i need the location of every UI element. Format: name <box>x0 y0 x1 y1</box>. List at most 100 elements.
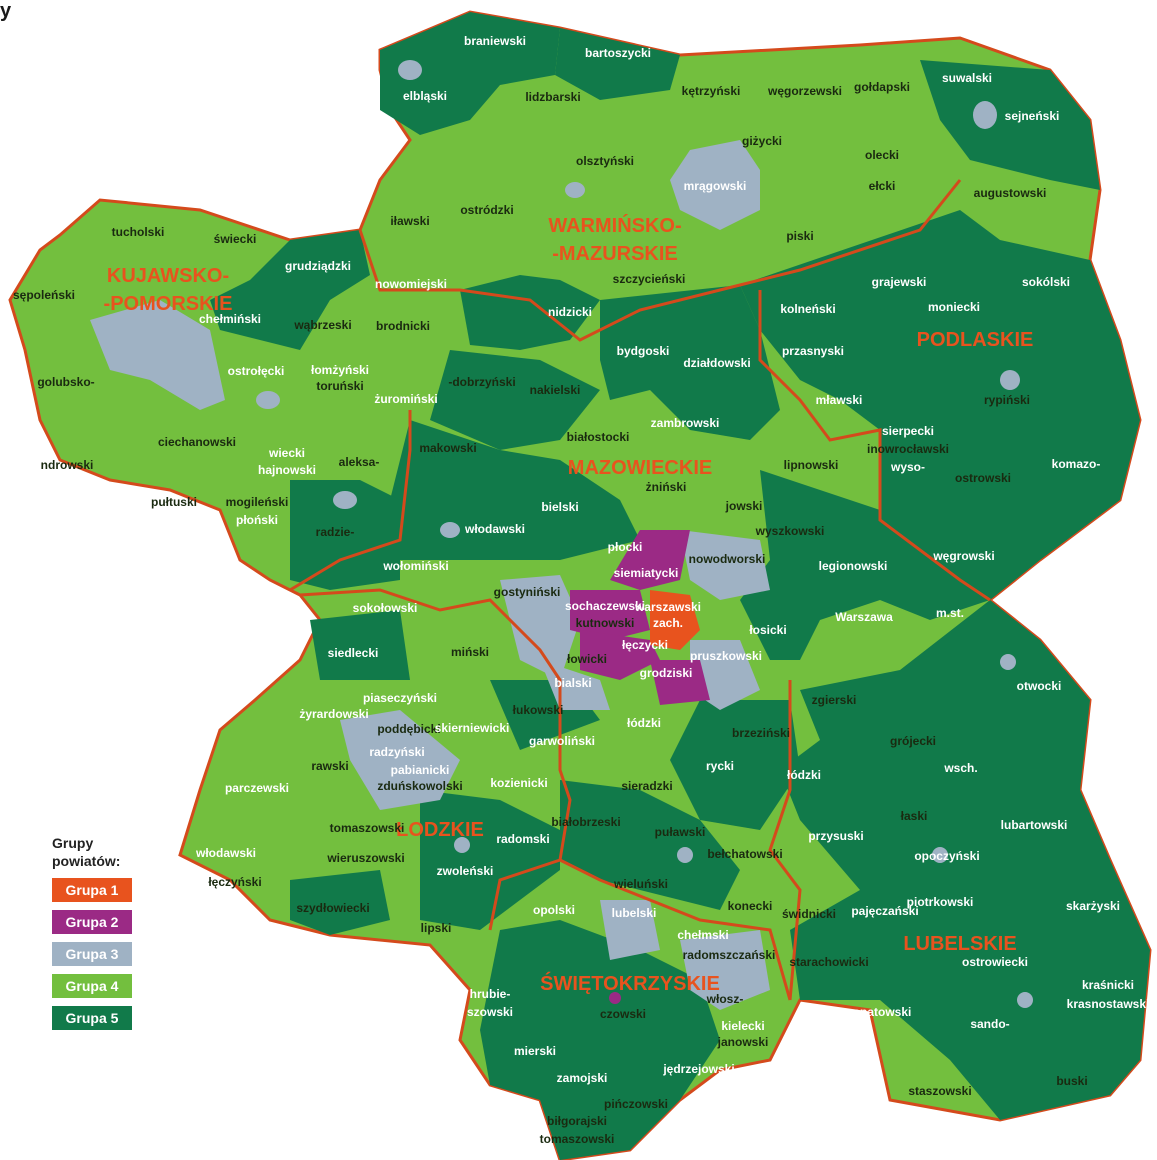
county-label: krasnostawski <box>1067 997 1150 1011</box>
county-label: buski <box>1056 1074 1087 1088</box>
county-label: piotrkowski <box>907 895 974 909</box>
corner-title: y <box>0 0 12 22</box>
county-label: zduńskowolski <box>377 779 462 793</box>
legend-item-group4: Grupa 4 <box>52 974 132 998</box>
county-label: staszowski <box>908 1084 971 1098</box>
county-label: mrągowski <box>684 179 747 193</box>
county-label: piski <box>786 229 813 243</box>
county-label: rypiński <box>984 393 1030 407</box>
county-label: komazo- <box>1052 457 1101 471</box>
county-label: augustowski <box>974 186 1047 200</box>
legend: Grupy powiatów: Grupa 1 Grupa 2 Grupa 3 … <box>52 834 192 1038</box>
county-label: wołomiński <box>382 559 448 573</box>
county-label: białobrzeski <box>551 815 620 829</box>
county-label: mierski <box>0 0 21 3</box>
county-label: iławski <box>390 214 429 228</box>
county-label: łęczycki <box>622 638 668 652</box>
county-label: radzyński <box>369 745 424 759</box>
county-label: wyszkowski <box>755 524 825 538</box>
county-label: bielski <box>541 500 578 514</box>
county-label: -dobrzyński <box>448 375 515 389</box>
county-label: węgorzewski <box>767 84 842 98</box>
county-label: pajęczański <box>851 904 918 918</box>
county-label: m.st. <box>936 606 964 620</box>
county-label: chełmski <box>677 928 728 942</box>
legend-item-group3: Grupa 3 <box>52 942 132 966</box>
voiv-label: PODLASKIE <box>917 329 1034 351</box>
county-label: mierski <box>514 1044 556 1058</box>
county-label: białostocki <box>567 430 630 444</box>
county-label: żyrardowski <box>299 707 368 721</box>
county-label: tucholski <box>112 225 165 239</box>
county-label: włodawski <box>464 522 525 536</box>
county-label: czowski <box>600 1007 646 1021</box>
county-label: olecki <box>865 148 899 162</box>
county-label: brodnicki <box>376 319 430 333</box>
county-label: wiecki <box>268 446 305 460</box>
county-label: szowski <box>467 1005 513 1019</box>
county-label: płocki <box>608 540 643 554</box>
county-label: piaseczyński <box>363 691 437 705</box>
county-label: kolneński <box>780 302 835 316</box>
county-label: pińczowski <box>604 1097 668 1111</box>
county-label: ostrowski <box>955 471 1011 485</box>
group2-regions <box>570 530 710 1004</box>
county-label: ciechanowski <box>158 435 236 449</box>
county-label: skarżyski <box>1066 899 1120 913</box>
legend-title-line2: powiatów: <box>52 853 121 869</box>
county-label: kielecki <box>721 1019 764 1033</box>
county-label: ostrowiecki <box>962 955 1028 969</box>
county-label: zwoleński <box>437 864 494 878</box>
county-label: puławski <box>655 825 706 839</box>
legend-item-group1: Grupa 1 <box>52 878 132 902</box>
county-label: opolski <box>533 903 575 917</box>
county-label: brzeziński <box>732 726 790 740</box>
county-label: tomaszowski <box>330 821 405 835</box>
county-label: łomżyński <box>311 363 369 377</box>
county-label: włodawski <box>195 846 256 860</box>
county-label: sokołowski <box>353 601 418 615</box>
county-label: zambrowski <box>651 416 720 430</box>
county-label: łowicki <box>567 652 607 666</box>
county-label: nowomiejski <box>375 277 447 291</box>
county-label: zach. <box>653 616 683 630</box>
county-label: działdowski <box>683 356 750 370</box>
county-label: gołdapski <box>854 80 910 94</box>
county-label: konecki <box>728 899 773 913</box>
county-label: sando- <box>970 1017 1009 1031</box>
voiv-label: WARMIŃSKO- <box>548 214 681 237</box>
county-label: lubelski <box>612 906 657 920</box>
group1-warszawa <box>650 590 700 650</box>
county-label: wyso- <box>890 460 925 474</box>
voivodeship-borders <box>289 179 991 1001</box>
county-label: siemiatycki <box>614 566 679 580</box>
county-label: giżycki <box>742 134 782 148</box>
group3-regions <box>90 60 1033 1010</box>
county-label: zamojski <box>557 1071 608 1085</box>
voiv-label: -POMORSKIE <box>104 293 233 315</box>
county-label: świdnicki <box>782 907 836 921</box>
county-label: kozienicki <box>490 776 547 790</box>
county-label: miński <box>451 645 489 659</box>
county-label: kraśnicki <box>1082 978 1134 992</box>
county-label: wąbrzeski <box>293 318 351 332</box>
county-label: warszawski <box>634 600 701 614</box>
county-label: radomszczański <box>683 948 776 962</box>
county-label: bialski <box>554 676 591 690</box>
county-label: pułtuski <box>151 495 197 509</box>
county-label: sochaczewski <box>565 599 645 613</box>
county-label: żniński <box>646 480 687 494</box>
county-label: nakielski <box>530 383 581 397</box>
voiv-label: ŁODZKIE <box>396 819 484 841</box>
county-label: zgierski <box>812 693 857 707</box>
voiv-label: ŚWIĘTOKRZYSKIE <box>540 971 720 995</box>
county-label: ełcki <box>869 179 896 193</box>
county-label: lipski <box>421 921 452 935</box>
county-label: kutnowski <box>576 616 635 630</box>
county-label: olsztyński <box>576 154 634 168</box>
county-label: bydgoski <box>617 344 670 358</box>
voivodeship-labels: WARMIŃSKO- -MAZURSKIE KUJAWSKO- -POMORSK… <box>104 214 1034 995</box>
county-label: płoński <box>236 513 278 527</box>
county-label: łosicki <box>749 623 786 637</box>
